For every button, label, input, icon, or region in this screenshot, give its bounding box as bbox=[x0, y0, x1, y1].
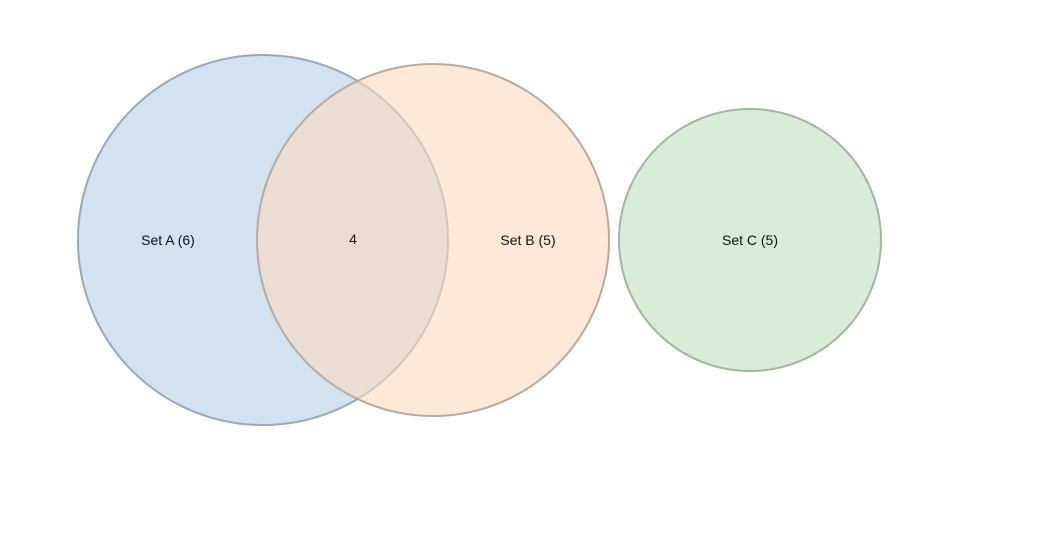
set-a-label: Set A (6) bbox=[141, 232, 195, 248]
set-c-circle bbox=[618, 108, 882, 372]
set-b-circle bbox=[256, 63, 610, 417]
set-b-label: Set B (5) bbox=[500, 232, 555, 248]
set-c-label: Set C (5) bbox=[722, 232, 778, 248]
set-a-b-overlap-label: 4 bbox=[349, 231, 357, 247]
